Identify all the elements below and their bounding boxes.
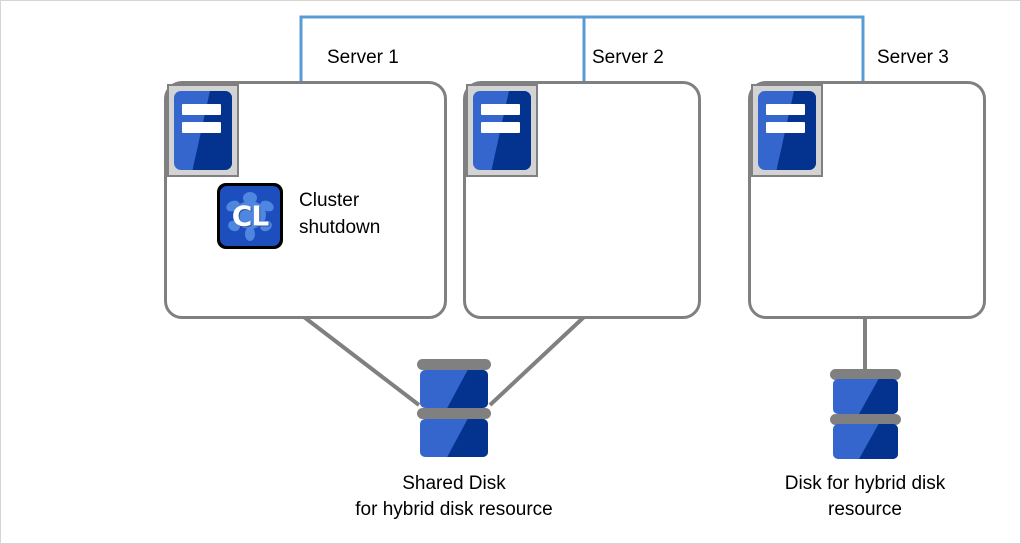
server-icon-bar-2 [181, 121, 221, 133]
cl-icon-inner: CL [220, 186, 280, 246]
disk-slab-1 [833, 379, 898, 414]
server-icon-bar-2 [480, 121, 520, 133]
server-icon-bar-1 [181, 104, 221, 116]
cl-icon[interactable]: CL [217, 183, 283, 249]
shared-disk-connectors [302, 315, 586, 407]
shared-disk-caption-line1: Shared Disk [402, 473, 506, 494]
server-icon-body [473, 91, 531, 170]
cl-icon-turtle-glyph [226, 192, 274, 241]
server-3-bracket-label: Server 3 [877, 47, 949, 68]
disk-plate-1 [417, 359, 491, 370]
server-3-box[interactable] [748, 81, 986, 319]
server-icon [751, 84, 823, 177]
hybrid-disk-caption-line1: Disk for hybrid disk [784, 473, 946, 494]
disk-plate-2 [417, 408, 491, 419]
disk-slab-1 [420, 370, 488, 408]
server-2-bracket-label: Server 2 [592, 47, 664, 68]
disk-plate-2 [830, 414, 901, 425]
server-icon [167, 84, 239, 177]
server-icon [466, 84, 538, 177]
hybrid-disk-caption-line2: resource [828, 499, 902, 520]
disk-slab-shade [447, 419, 488, 457]
disk-slab-shade [859, 424, 898, 459]
disk-slab-2 [833, 424, 898, 459]
disk-slab-shade [447, 370, 488, 408]
server-icon-body [758, 91, 816, 170]
cluster-shutdown-label-line1: Cluster [299, 190, 360, 211]
disk-plate-1 [830, 369, 901, 380]
hybrid-disk-icon[interactable] [830, 369, 901, 459]
server-1-box[interactable] [164, 81, 447, 319]
cluster-shutdown-label-line2: shutdown [299, 217, 381, 238]
server-icon-body [174, 91, 232, 170]
server-icon-bar-2 [765, 121, 805, 133]
server-2-box[interactable] [463, 81, 701, 319]
shared-disk-caption-line2: for hybrid disk resource [355, 499, 553, 520]
server-bracket [299, 15, 865, 83]
cl-icon-letters: CL [231, 199, 269, 233]
server-icon-bar-1 [765, 104, 805, 116]
disk-slab-2 [420, 419, 488, 457]
disk-slab-shade [859, 379, 898, 414]
server-icon-bar-1 [480, 104, 520, 116]
server-1-bracket-label: Server 1 [327, 47, 399, 68]
shared-disk-icon[interactable] [417, 359, 491, 457]
